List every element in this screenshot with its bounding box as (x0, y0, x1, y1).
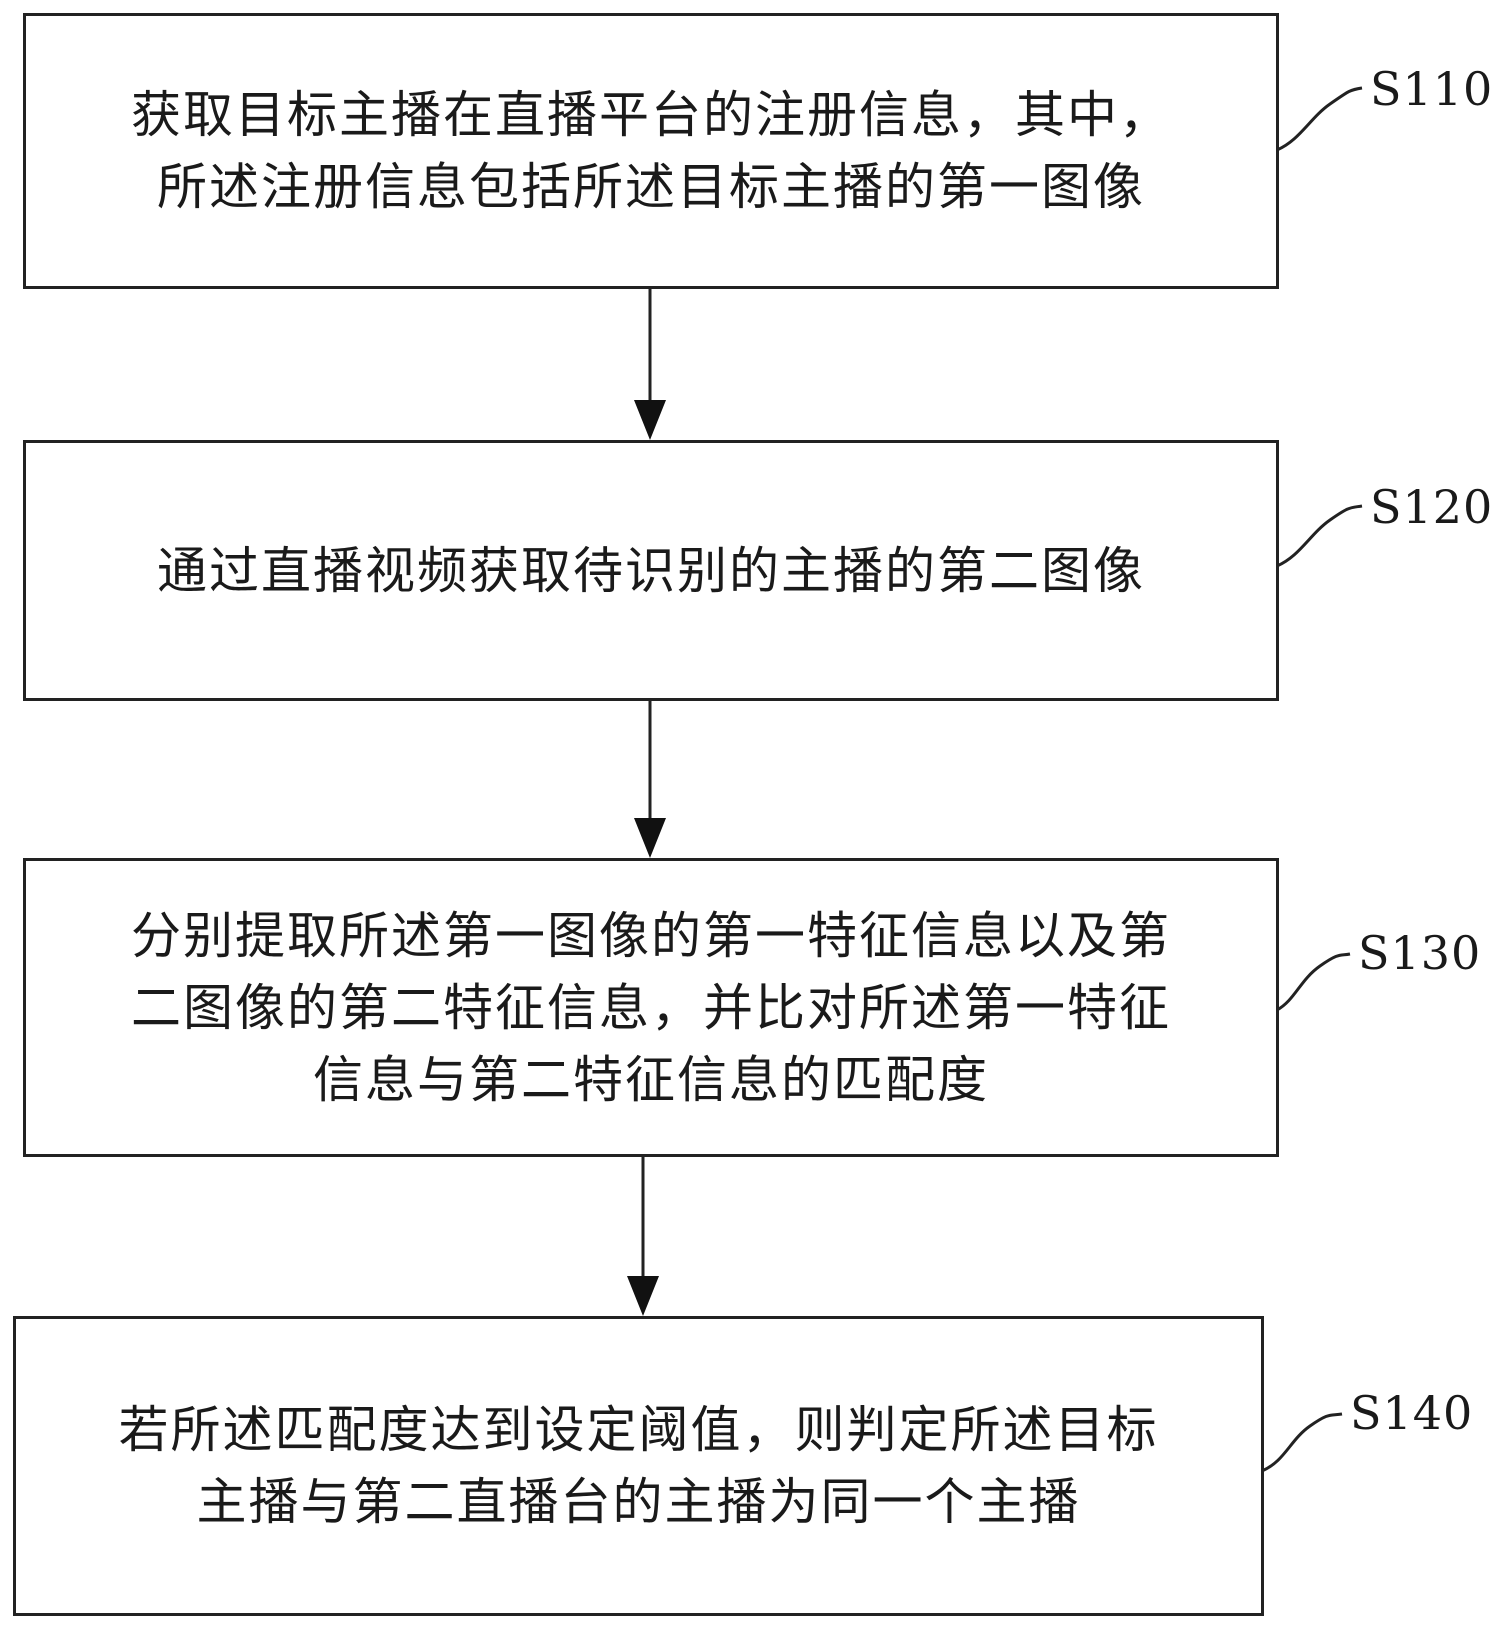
arrow-s130-s140 (627, 1157, 659, 1316)
step-text-s140: 若所述匹配度达到设定阈值，则判定所述目标 主播与第二直播台的主播为同一个主播 (118, 1401, 1159, 1531)
leader-line-s130 (1276, 952, 1351, 1012)
arrow-s120-s130 (634, 701, 666, 858)
step-label-s130: S130 (1358, 926, 1482, 980)
leader-line-s110 (1276, 86, 1363, 152)
step-label-s120: S120 (1370, 480, 1494, 534)
leader-line-s120 (1276, 504, 1363, 568)
step-box-s120: 通过直播视频获取待识别的主播的第二图像 (23, 440, 1279, 701)
step-text-s110: 获取目标主播在直播平台的注册信息，其中， 所述注册信息包括所述目标主播的第一图像 (131, 86, 1171, 216)
step-box-s140: 若所述匹配度达到设定阈值，则判定所述目标 主播与第二直播台的主播为同一个主播 (13, 1316, 1264, 1616)
step-box-s110: 获取目标主播在直播平台的注册信息，其中， 所述注册信息包括所述目标主播的第一图像 (23, 13, 1279, 289)
step-box-s130: 分别提取所述第一图像的第一特征信息以及第 二图像的第二特征信息，并比对所述第一特… (23, 858, 1279, 1157)
step-label-s110: S110 (1370, 62, 1494, 116)
leader-line-s140 (1261, 1412, 1343, 1473)
step-label-s140: S140 (1350, 1386, 1474, 1440)
step-text-s130: 分别提取所述第一图像的第一特征信息以及第 二图像的第二特征信息，并比对所述第一特… (131, 906, 1171, 1109)
arrow-s110-s120 (634, 289, 666, 440)
step-text-s120: 通过直播视频获取待识别的主播的第二图像 (157, 541, 1145, 600)
